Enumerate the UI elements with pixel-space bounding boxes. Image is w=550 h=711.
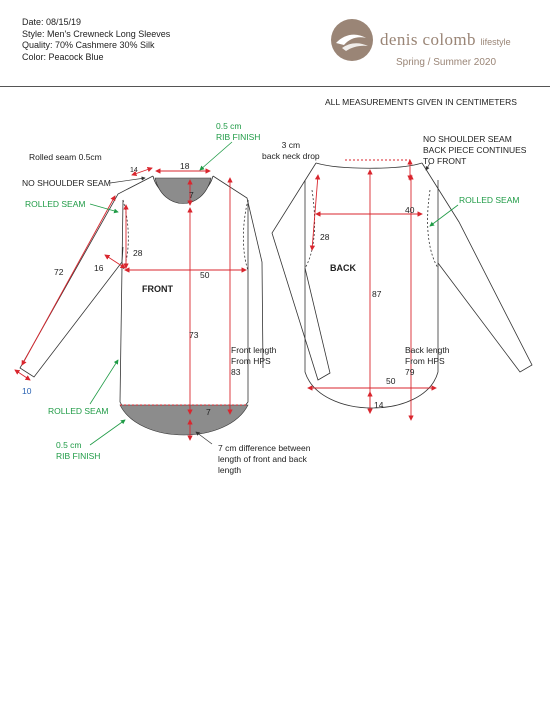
front-measure-lines xyxy=(14,166,248,441)
measure-back-width: 40 xyxy=(405,205,415,215)
measure-shoulder: 14 xyxy=(130,167,138,174)
front-hem-rib xyxy=(119,404,249,436)
back-callouts xyxy=(429,204,459,227)
measure-cuff: 10 xyxy=(22,386,32,396)
measure-body: 73 xyxy=(189,330,199,340)
measure-back-hem: 50 xyxy=(386,376,396,386)
units-note: ALL MEASUREMENTS GIVEN IN CENTIMETERS xyxy=(325,97,517,107)
back-black-callouts xyxy=(425,162,431,171)
back-measure-lines xyxy=(307,159,437,421)
measure-back-length: 87 xyxy=(372,289,382,299)
measure-chest: 50 xyxy=(200,270,210,280)
rolled-seam-note: Rolled seam 0.5cm xyxy=(29,152,102,162)
measure-sleeve: 72 xyxy=(54,267,64,277)
measure-neck-drop: 7 xyxy=(189,190,194,200)
rolled-seam-bottom: ROLLED SEAM xyxy=(48,406,109,416)
measure-hem-drop: 7 xyxy=(206,407,211,417)
brand-name: denis colomb lifestyle xyxy=(380,30,511,49)
style-line: Style: Men's Crewneck Long Sleeves xyxy=(22,28,171,39)
measure-neck-width: 18 xyxy=(180,161,190,171)
header-divider xyxy=(0,86,550,87)
color-line: Color: Peacock Blue xyxy=(22,51,104,62)
season-label: Spring / Summer 2020 xyxy=(396,57,497,68)
quality-line: Quality: 70% Cashmere 30% Silk xyxy=(22,40,155,50)
front-title: FRONT xyxy=(142,284,173,294)
measure-back-armhole: 28 xyxy=(320,232,330,242)
back-rolled-seam: ROLLED SEAM xyxy=(459,195,520,205)
measure-armhole-depth: 28 xyxy=(133,248,143,258)
date-line: Date: 08/15/19 xyxy=(22,17,82,27)
spec-header: Date: 08/15/19 Style: Men's Crewneck Lon… xyxy=(22,17,170,63)
brand-logo: denis colomb lifestyle Spring / Summer 2… xyxy=(330,18,545,70)
measure-back-hem-drop: 14 xyxy=(374,400,384,410)
front-neck-rib xyxy=(154,177,212,204)
back-title: BACK xyxy=(330,263,356,273)
rolled-seam-label: ROLLED SEAM xyxy=(25,199,86,209)
front-black-callouts xyxy=(109,176,213,445)
front-callouts xyxy=(89,141,233,446)
measure-armhole: 16 xyxy=(94,263,104,273)
swirl-logo-icon xyxy=(331,19,373,61)
no-shoulder-seam-front: NO SHOULDER SEAM xyxy=(22,178,111,188)
